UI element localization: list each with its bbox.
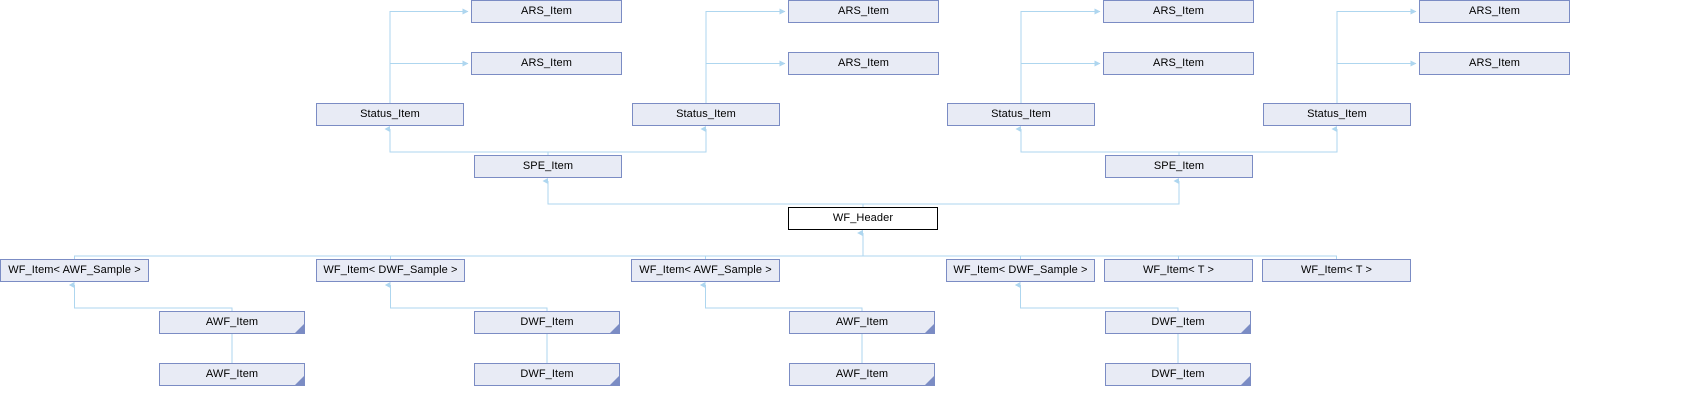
edge xyxy=(1015,126,1180,155)
class-node-label: DWF_Item xyxy=(1151,368,1205,380)
edge xyxy=(700,282,863,311)
edge xyxy=(1336,60,1417,103)
class-node-awf4[interactable]: AWF_Item xyxy=(789,363,935,386)
class-node-wfi1[interactable]: WF_Item< AWF_Sample > xyxy=(0,259,149,282)
class-node-label: WF_Item< AWF_Sample > xyxy=(8,264,141,276)
edge xyxy=(547,126,707,155)
edge xyxy=(705,230,864,259)
class-node-label: ARS_Item xyxy=(1469,57,1520,69)
class-node-ars1[interactable]: ARS_Item xyxy=(471,0,622,23)
class-node-label: SPE_Item xyxy=(522,160,574,172)
class-node-spe1[interactable]: SPE_Item xyxy=(474,155,622,178)
class-node-spe2[interactable]: SPE_Item xyxy=(1105,155,1253,178)
edge xyxy=(1015,282,1179,311)
edge xyxy=(705,8,786,103)
class-node-awf3[interactable]: AWF_Item xyxy=(789,311,935,334)
class-node-st4[interactable]: Status_Item xyxy=(1263,103,1411,126)
class-node-st3[interactable]: Status_Item xyxy=(947,103,1095,126)
class-node-dwf4[interactable]: DWF_Item xyxy=(1105,363,1251,386)
class-node-label: AWF_Item xyxy=(835,316,889,328)
class-node-label: WF_Item< DWF_Sample > xyxy=(323,264,458,276)
class-node-wfi4[interactable]: WF_Item< DWF_Sample > xyxy=(946,259,1095,282)
edge xyxy=(385,282,548,311)
class-node-label: WF_Item< T > xyxy=(1142,264,1215,276)
class-node-st1[interactable]: Status_Item xyxy=(316,103,464,126)
class-node-label: ARS_Item xyxy=(1469,5,1520,17)
class-node-label: ARS_Item xyxy=(521,57,572,69)
class-node-awf2[interactable]: AWF_Item xyxy=(159,363,305,386)
class-node-label: WF_Item< DWF_Sample > xyxy=(953,264,1088,276)
class-node-label: ARS_Item xyxy=(521,5,572,17)
edge xyxy=(390,230,864,259)
class-node-label: ARS_Item xyxy=(838,57,889,69)
edge xyxy=(69,282,233,311)
class-node-label: ARS_Item xyxy=(1153,5,1204,17)
class-node-label: Status_Item xyxy=(360,108,420,120)
class-node-label: ARS_Item xyxy=(1153,57,1204,69)
class-node-label: AWF_Item xyxy=(205,316,259,328)
edge xyxy=(1336,8,1417,103)
edge xyxy=(389,60,469,103)
class-node-label: DWF_Item xyxy=(520,368,574,380)
class-node-label: Status_Item xyxy=(676,108,736,120)
class-node-ars2[interactable]: ARS_Item xyxy=(471,52,622,75)
edge xyxy=(384,126,549,155)
class-node-label: WF_Header xyxy=(832,212,894,224)
class-node-wfh[interactable]: WF_Header xyxy=(788,207,938,230)
class-node-ars3[interactable]: ARS_Item xyxy=(788,0,939,23)
class-node-wfi6[interactable]: WF_Item< T > xyxy=(1262,259,1411,282)
class-node-wfi2[interactable]: WF_Item< DWF_Sample > xyxy=(316,259,465,282)
class-node-label: DWF_Item xyxy=(1151,316,1205,328)
class-node-wfi3[interactable]: WF_Item< AWF_Sample > xyxy=(631,259,780,282)
class-node-ars8[interactable]: ARS_Item xyxy=(1419,52,1570,75)
edge xyxy=(1178,126,1338,155)
class-node-dwf1[interactable]: DWF_Item xyxy=(474,311,620,334)
edge xyxy=(857,230,1021,259)
class-node-st2[interactable]: Status_Item xyxy=(632,103,780,126)
class-node-awf1[interactable]: AWF_Item xyxy=(159,311,305,334)
class-node-label: SPE_Item xyxy=(1153,160,1205,172)
class-node-label: AWF_Item xyxy=(835,368,889,380)
edge xyxy=(857,230,1337,259)
edge xyxy=(389,8,469,103)
edge xyxy=(857,230,1179,259)
class-node-label: DWF_Item xyxy=(520,316,574,328)
class-node-dwf3[interactable]: DWF_Item xyxy=(1105,311,1251,334)
class-node-label: Status_Item xyxy=(1307,108,1367,120)
class-node-label: ARS_Item xyxy=(838,5,889,17)
edge xyxy=(1020,8,1101,103)
class-node-label: AWF_Item xyxy=(205,368,259,380)
edge xyxy=(1020,60,1101,103)
edge xyxy=(74,230,864,259)
class-node-label: Status_Item xyxy=(991,108,1051,120)
class-node-label: WF_Item< AWF_Sample > xyxy=(639,264,772,276)
class-node-ars5[interactable]: ARS_Item xyxy=(1103,0,1254,23)
class-node-label: WF_Item< T > xyxy=(1300,264,1373,276)
class-node-dwf2[interactable]: DWF_Item xyxy=(474,363,620,386)
edge xyxy=(542,178,864,207)
edge xyxy=(705,60,786,103)
class-node-ars4[interactable]: ARS_Item xyxy=(788,52,939,75)
class-node-ars6[interactable]: ARS_Item xyxy=(1103,52,1254,75)
class-node-wfi5[interactable]: WF_Item< T > xyxy=(1104,259,1253,282)
class-node-ars7[interactable]: ARS_Item xyxy=(1419,0,1570,23)
edge xyxy=(862,178,1180,207)
